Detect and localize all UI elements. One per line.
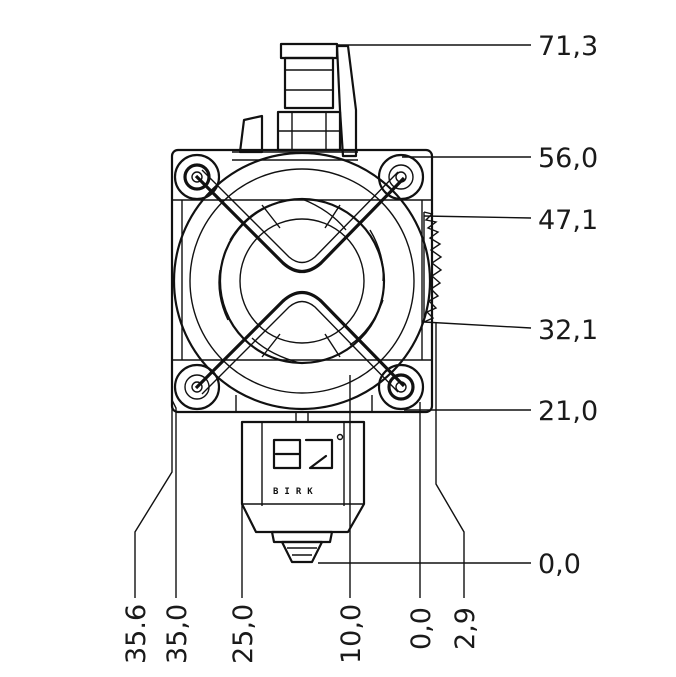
top-fitting (279, 42, 339, 60)
fan-blades (218, 198, 384, 364)
label-0-0: 0,0 (538, 549, 581, 580)
label-25-0: 25,0 (228, 604, 259, 664)
dimension-lines (134, 44, 532, 598)
label-35-0: 35,0 (162, 604, 193, 664)
leader-35-0 (171, 399, 177, 598)
label-35-6: 35.6 (121, 604, 152, 664)
right-dimension-labels: 71,3 56,0 47,1 32,1 21,0 0,0 (538, 31, 598, 580)
bottom-dimension-labels: 35.6 35,0 25,0 10,0 0,0 2,9 (121, 604, 481, 664)
label-2-9: 2,9 (450, 607, 481, 650)
mounting-screw-bottom-right (377, 363, 425, 411)
left-bracket (238, 114, 264, 154)
leader-32-1 (423, 321, 532, 329)
label-21-0: 21,0 (538, 396, 598, 427)
feed-tube (283, 56, 335, 110)
side-clip (335, 44, 358, 158)
label-71-3: 71,3 (538, 31, 598, 62)
mounting-screw-top-right (377, 153, 425, 201)
fan-outer-ring (172, 151, 432, 411)
label-47-1: 47,1 (538, 205, 598, 236)
label-bottom-0-0: 0,0 (406, 607, 437, 650)
logo-text: BIRK (273, 487, 319, 497)
fan-hub (239, 218, 365, 344)
hotend-body: BIRK (170, 42, 443, 564)
nozzle-tip (280, 540, 324, 564)
mounting-screw-top-left (173, 153, 221, 201)
label-32-1: 32,1 (538, 315, 598, 346)
label-10-0: 10,0 (336, 604, 367, 664)
gear-teeth (423, 211, 443, 323)
leader-35-6 (134, 395, 173, 598)
leader-47-1 (423, 215, 532, 219)
fan-guard (194, 169, 406, 395)
leader-2-9 (435, 322, 465, 598)
fan-housing (170, 148, 434, 414)
brand-logo: BIRK (272, 433, 344, 497)
heater-block-cover (240, 420, 366, 534)
mounting-screw-bottom-left (173, 363, 221, 411)
label-56-0: 56,0 (538, 143, 598, 174)
nozzle-base (270, 530, 334, 544)
